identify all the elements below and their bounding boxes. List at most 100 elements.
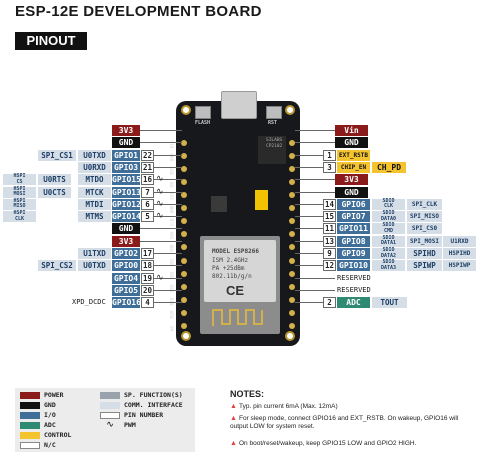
right-pin-number: 14 bbox=[323, 198, 336, 210]
left-comm-label: U0RXD bbox=[78, 161, 111, 173]
left-gpio-label: GPIO16 bbox=[112, 297, 141, 309]
pin-pad-left bbox=[181, 192, 187, 198]
right-wire bbox=[295, 191, 335, 193]
left-pin-number: 16 bbox=[141, 174, 154, 186]
silk-pin-name-left: RST bbox=[170, 166, 176, 175]
right-wire bbox=[295, 154, 323, 156]
right-wire bbox=[295, 240, 323, 242]
legend-swatch: ∿ bbox=[106, 420, 114, 430]
left-pin-number: 17 bbox=[141, 248, 154, 259]
right-reserved-label: RESERVED bbox=[337, 285, 371, 294]
right-ext-label: SPI_MOSI bbox=[407, 235, 442, 247]
left-comm-label: MTMS bbox=[78, 211, 111, 223]
pwm-icon: ∿ bbox=[156, 186, 164, 197]
left-wire bbox=[154, 253, 182, 254]
left-wire bbox=[154, 179, 182, 181]
page-title: ESP-12E DEVELOPMENT BOARD bbox=[15, 3, 262, 20]
right-gpio-label: GPIO7 bbox=[337, 211, 370, 223]
pin-pad-left bbox=[181, 152, 187, 159]
right-wire bbox=[295, 277, 335, 279]
left-wire bbox=[154, 166, 182, 168]
note-3: ▲On boot/reset/wakeup, keep GPIO15 LOW a… bbox=[230, 440, 417, 447]
pwm-icon: ∿ bbox=[156, 272, 164, 283]
pwm-icon: ∿ bbox=[156, 174, 164, 185]
micro-usb-port bbox=[221, 91, 257, 119]
left-comm-label: U0TXD bbox=[78, 149, 111, 161]
pwm-icon: ∿ bbox=[156, 211, 164, 222]
right-wire bbox=[295, 179, 335, 181]
pin-pad-right bbox=[289, 309, 295, 316]
right-wire bbox=[295, 130, 335, 131]
right-pin-number: 2 bbox=[323, 297, 336, 309]
pin-pad-left bbox=[181, 231, 187, 238]
right-power-label: Vin bbox=[335, 125, 368, 136]
right-wire bbox=[295, 216, 323, 218]
silk-pin-name-left: A0 bbox=[170, 326, 176, 332]
left-wire bbox=[140, 228, 182, 230]
pin-pad-left bbox=[181, 309, 187, 316]
usb-uart-chip bbox=[258, 136, 286, 164]
pin-pad-left bbox=[181, 283, 187, 290]
legend-swatch bbox=[100, 392, 120, 399]
pin-pad-right bbox=[289, 192, 295, 198]
silk-pin-name-left: EN bbox=[170, 181, 176, 188]
left-wire bbox=[154, 216, 182, 218]
legend-swatch bbox=[20, 442, 40, 449]
pin-pad-left bbox=[181, 205, 187, 212]
left-pin-number: 4 bbox=[141, 297, 154, 309]
pin-pad-left bbox=[181, 218, 187, 225]
pin-pad-right bbox=[289, 152, 295, 159]
right-ext-label: SPI_CLK bbox=[407, 198, 442, 210]
left-gpio-label: GPIO15 bbox=[112, 174, 141, 186]
right-gpio-label: GPIO9 bbox=[337, 248, 370, 259]
right-gpio-label: GPIO6 bbox=[337, 198, 370, 210]
right-control-label: CHIP_EN bbox=[337, 161, 370, 173]
pin-pad-left bbox=[181, 178, 187, 185]
left-wire bbox=[154, 265, 182, 267]
right-wire bbox=[295, 253, 323, 254]
right-gpio-label: GPIO11 bbox=[337, 223, 370, 235]
left-gpio-label: GPIO1 bbox=[112, 149, 140, 161]
mount-hole-br bbox=[285, 331, 295, 341]
legend-swatch bbox=[100, 402, 120, 409]
left-wire bbox=[154, 289, 182, 291]
right-gnd-label: GND bbox=[335, 137, 368, 149]
right-pin-number: 15 bbox=[323, 211, 336, 223]
right-ext-label-2: U1RXD bbox=[443, 235, 476, 247]
right-pin-number: 3 bbox=[323, 161, 336, 173]
left-ext-label: SPI_CS2 bbox=[38, 260, 76, 272]
legend-label: CONTROL bbox=[44, 431, 72, 439]
left-gnd-label: GND bbox=[112, 223, 140, 235]
left-pin-number: 19 bbox=[141, 272, 154, 284]
legend-label: POWER bbox=[44, 391, 64, 399]
right-pin-number: 9 bbox=[323, 248, 336, 259]
mount-hole-tl bbox=[181, 105, 191, 115]
right-pin-number: 11 bbox=[323, 223, 336, 235]
module-freq: ISM 2.4GHz bbox=[212, 257, 249, 264]
right-control-label-2: CH_PD bbox=[372, 161, 406, 173]
left-pin-number: 7 bbox=[141, 186, 154, 198]
right-pin-number: 12 bbox=[323, 260, 336, 272]
module-shield bbox=[204, 240, 276, 302]
left-wire bbox=[140, 130, 182, 131]
left-gpio-label: GPIO4 bbox=[112, 272, 140, 284]
capacitor bbox=[255, 190, 268, 210]
legend-swatch bbox=[20, 392, 40, 399]
left-pin-number: 6 bbox=[141, 198, 154, 210]
left-gpio-label: GPIO3 bbox=[112, 161, 140, 173]
silk-pin-name-left: SD0 bbox=[170, 231, 176, 240]
left-gpio-label: GPIO2 bbox=[112, 248, 140, 259]
legend-swatch bbox=[20, 412, 40, 419]
pin-pad-left bbox=[181, 257, 187, 264]
right-wire bbox=[295, 166, 323, 168]
pin-pad-left bbox=[181, 323, 187, 329]
pin-pad-right bbox=[289, 218, 295, 225]
left-pin-number: 5 bbox=[141, 211, 154, 223]
right-ext-label-2: HSPIHD bbox=[443, 248, 476, 259]
